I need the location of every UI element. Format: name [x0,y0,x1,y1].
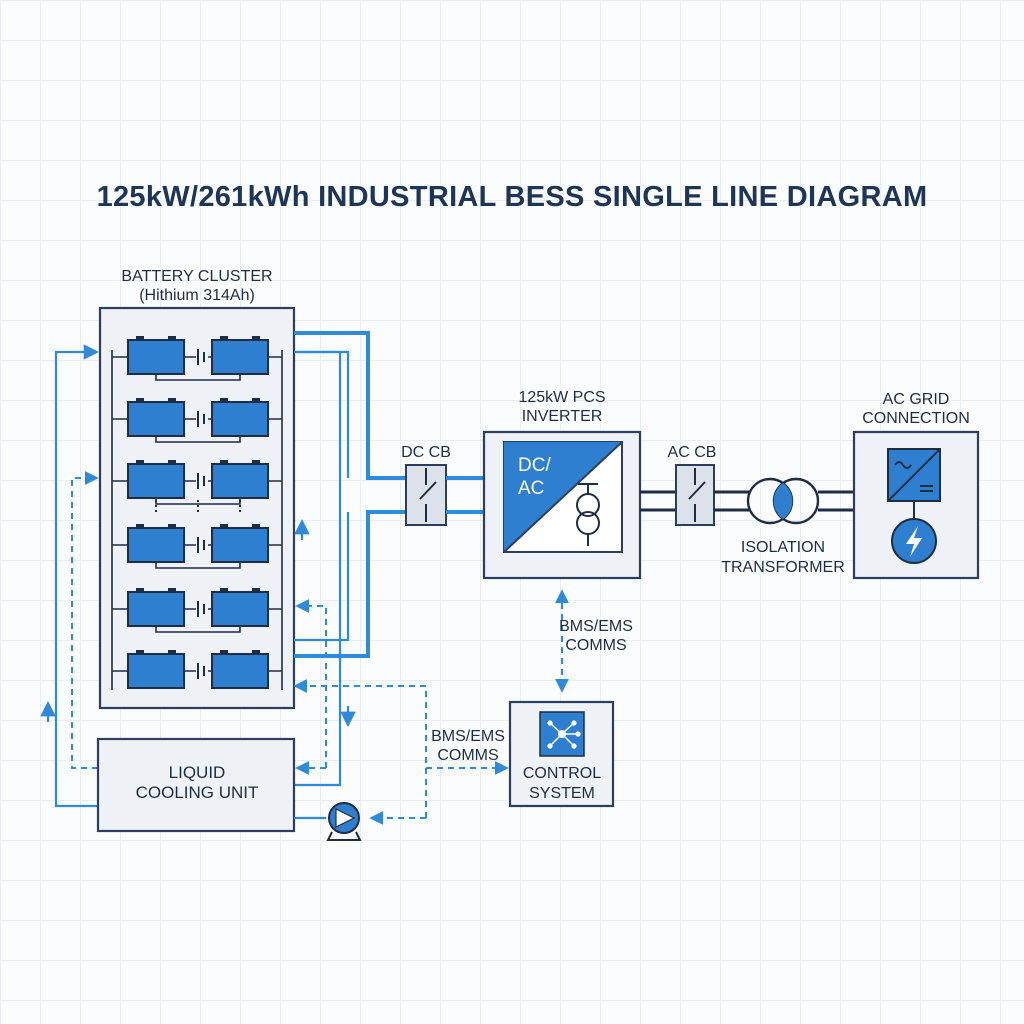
isolation-transformer-label: ISOLATION [741,539,825,556]
bms-comms-to-battery [293,679,427,818]
lightning-icon [891,518,937,564]
ac-grid-label: AC GRID [883,391,950,408]
ac-cb-label: AC CB [668,444,717,461]
comms-lower-sublabel: COMMS [437,747,498,764]
pcs-inverter[interactable] [482,430,642,580]
battery-module-icon [127,401,185,437]
cooling-signal-upper [295,599,327,768]
isolation-transformer-sublabel: TRANSFORMER [721,559,845,576]
ac-cb-to-transformer [714,490,750,512]
coolant-return-loop [294,350,342,787]
battery-row [112,398,282,443]
pcs-to-ac-cb [640,490,676,512]
dc-sense-line-2 [294,512,350,642]
pcs-sublabel: INVERTER [522,408,603,425]
battery-module-icon [211,527,269,563]
battery-module-icon [211,463,269,499]
transformer-icon [576,483,600,546]
isolation-transformer[interactable] [746,477,820,525]
transformer-to-grid [818,490,854,512]
dc-cb-to-pcs [446,476,484,514]
control-system-sublabel: SYSTEM [529,785,595,802]
dc-bus-positive [294,331,408,480]
battery-module-icon [127,653,185,689]
coolant-supply-loop [54,344,100,808]
liquid-cooling-sublabel: COOLING UNIT [136,783,259,802]
ac-circuit-breaker[interactable] [675,464,715,526]
comms-upper-sublabel: COMMS [565,637,626,654]
battery-module-icon [127,339,185,375]
pcs-dc-text: DC/ [518,455,551,476]
dc-circuit-breaker[interactable] [405,464,447,526]
battery-module-icon [127,591,185,627]
battery-module-icon [211,401,269,437]
control-system-label: CONTROL [523,765,601,782]
battery-module-icon [211,339,269,375]
comms-upper-label: BMS/EMS [559,618,633,635]
battery-row [112,460,282,505]
converter-icon [887,448,941,502]
pump-icon[interactable] [326,802,362,841]
pcs-ac-text: AC [518,478,544,499]
battery-cluster-label: BATTERY CLUSTER [121,268,272,285]
comms-lower-label: BMS/EMS [431,728,505,745]
dc-cb-label: DC CB [401,444,451,461]
battery-module-icon [211,591,269,627]
battery-module-icon [211,653,269,689]
battery-module-icon [127,527,185,563]
liquid-cooling-label: LIQUID [169,763,226,782]
battery-row [112,588,282,633]
cooling-return-dashed [71,471,99,769]
battery-row [112,336,282,381]
battery-cluster-sublabel: (Hithium 314Ah) [139,287,255,304]
ac-grid-sublabel: CONNECTION [862,410,970,427]
dc-bus-negative [294,510,408,658]
battery-rails [111,350,283,690]
diagram-title: 125kW/261kWh INDUSTRIAL BESS SINGLE LINE… [97,181,928,213]
battery-row [112,524,282,569]
battery-module-icon [127,463,185,499]
network-icon [539,711,585,757]
battery-modules-group [112,336,282,689]
pcs-label: 125kW PCS [518,389,605,406]
battery-row [112,650,282,689]
liquid-cooling-box[interactable] [96,737,296,833]
